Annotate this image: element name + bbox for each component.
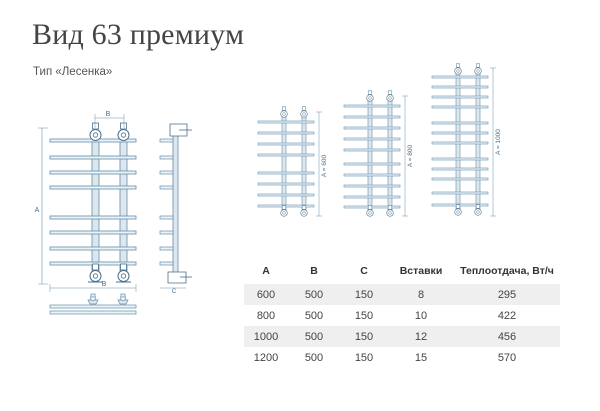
table-row: 1200 500 150 15 570 (244, 347, 560, 368)
cell-inserts: 8 (388, 284, 454, 305)
cell-heat-output: 570 (497, 351, 517, 364)
variant-1000-drawing (431, 63, 496, 217)
dim-b-bottom-label: B (102, 281, 107, 288)
table-row: 800 500 150 10 422 (244, 305, 560, 326)
variant-800-label: A = 800 (407, 145, 414, 168)
cell-inserts: 12 (388, 326, 454, 347)
cell-b: 500 (304, 309, 324, 322)
table-row: 1000 500 150 12 456 (244, 326, 560, 347)
cell-b: 500 (288, 326, 340, 347)
variant-600-drawing (257, 106, 322, 217)
variant-1000-label: A = 1000 (495, 129, 502, 155)
cell-c: 150 (340, 284, 388, 305)
top-view-drawing (49, 293, 137, 315)
cell-c: 150 (354, 309, 374, 322)
page-title: Вид 63 премиум (32, 18, 245, 51)
cell-a: 1000 (244, 326, 288, 347)
header-b: B (310, 265, 318, 277)
cell-b: 500 (304, 351, 324, 364)
header-a: A (262, 265, 270, 277)
cell-a: 600 (244, 284, 288, 305)
cell-heat-output: 295 (454, 284, 560, 305)
table-row: 600 500 150 8 295 (244, 284, 560, 305)
cell-c: 150 (340, 326, 388, 347)
cell-a: 800 (256, 309, 276, 322)
side-view-drawing (159, 123, 192, 289)
dim-c-label: C (172, 289, 177, 295)
cell-a: 1200 (253, 351, 279, 364)
header-c: C (360, 265, 368, 277)
dim-b-top-label: B (106, 111, 111, 118)
cell-heat-output: 456 (454, 326, 560, 347)
cell-b: 500 (288, 284, 340, 305)
cell-heat-output: 422 (497, 309, 517, 322)
spec-table: A B C Вставки Теплоотдача, Вт/ч 600 500 … (244, 262, 560, 368)
spec-header-row: A B C Вставки Теплоотдача, Вт/ч (244, 262, 560, 280)
header-inserts: Вставки (399, 265, 443, 277)
variant-600-label: A = 600 (321, 155, 328, 178)
cell-inserts: 10 (414, 309, 428, 322)
cell-c: 150 (354, 351, 374, 364)
front-view-drawing (38, 114, 137, 292)
dim-a-label: A (35, 207, 40, 214)
header-heat-output: Теплоотдача, Вт/ч (460, 265, 554, 277)
cell-inserts: 15 (414, 351, 428, 364)
page-subtitle: Тип «Лесенка» (33, 66, 113, 78)
variant-800-drawing (343, 90, 408, 217)
